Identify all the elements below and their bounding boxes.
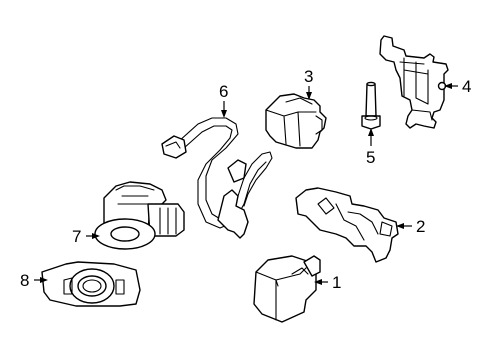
- part-3-control-module: [265, 93, 327, 149]
- callout-1: 1: [332, 273, 341, 292]
- part-2-bracket: [295, 187, 399, 263]
- callout-2: 2: [416, 217, 425, 236]
- leader-1: [314, 279, 328, 285]
- callout-8: 8: [20, 271, 29, 290]
- part-8-sensor-bezel: [41, 261, 141, 307]
- callout-4: 4: [462, 77, 471, 96]
- leader-4: [444, 83, 458, 89]
- part-1-connector: [253, 255, 321, 323]
- callout-7: 7: [72, 227, 81, 246]
- callout-3: 3: [304, 67, 313, 86]
- part-4-bracket: [379, 35, 449, 129]
- leader-6: [221, 101, 227, 118]
- leader-5: [368, 128, 374, 146]
- callout-5: 5: [366, 148, 375, 167]
- leader-7: [86, 233, 100, 239]
- part-7-sensor: [94, 181, 185, 250]
- leader-8: [34, 277, 48, 283]
- leader-3: [306, 86, 312, 100]
- part-5-bolt: [361, 81, 381, 130]
- leader-2: [396, 223, 412, 229]
- callout-6: 6: [219, 82, 228, 101]
- part-6-wire-harness: [161, 117, 273, 239]
